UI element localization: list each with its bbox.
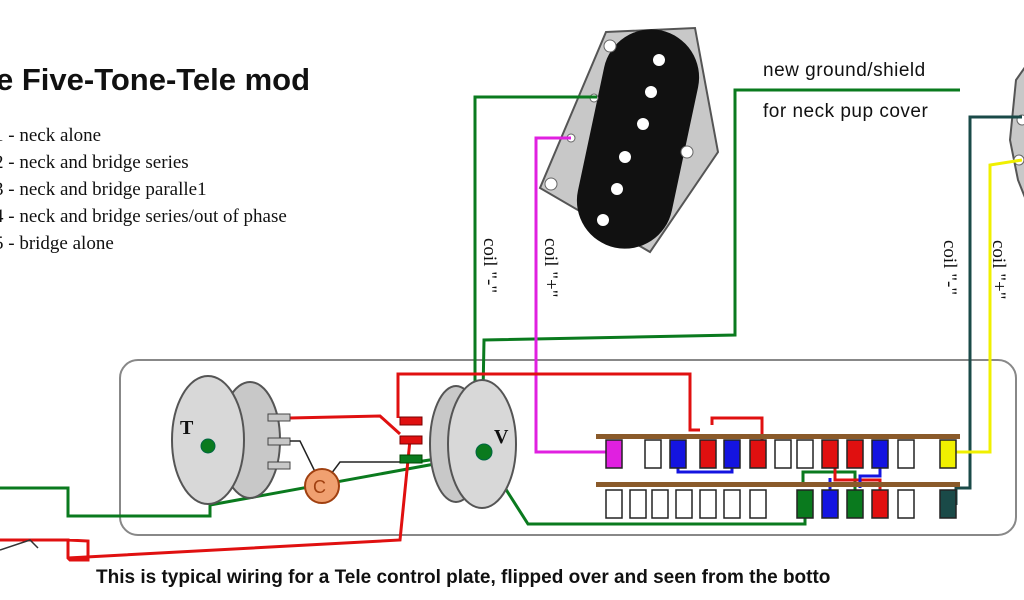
capacitor-label: C (313, 477, 326, 497)
red-tone-wire (289, 414, 402, 436)
volume-pot-label: V (494, 426, 509, 448)
output-jack (0, 539, 39, 551)
tone-pot-label: T (180, 417, 194, 439)
ground-note-line1: new ground/shield (763, 60, 926, 81)
red-hot-wire-top (396, 372, 700, 432)
neck-coil-plus-wire (534, 136, 610, 454)
bridge-coil-plus-label: coil "+" (988, 240, 1009, 299)
legend-item-2: 2 - neck and bridge series (0, 152, 189, 173)
legend-item-1: 1 - neck alone (0, 125, 102, 146)
jack-hot-wire (0, 538, 90, 562)
capacitor: C (304, 468, 340, 504)
switch-red-jumper (710, 416, 764, 440)
tone-pot: T (171, 375, 291, 505)
ground-note-line2: for neck pup cover (763, 101, 929, 122)
switch-ground-wire-2 (801, 470, 857, 505)
control-plate (119, 359, 1017, 536)
legend-item-4: 4 - neck and bridge series/out of phase (0, 206, 287, 227)
selector-switch (596, 434, 960, 519)
neck-pickup (538, 26, 720, 254)
legend-item-5: 5 - bridge alone (0, 233, 114, 254)
diagram-title: e Five-Tone-Tele mod (0, 62, 311, 97)
neck-coil-minus-label: coil "-" (479, 238, 500, 293)
neck-shield-wire (480, 88, 960, 449)
position-legend: 1 - neck alone 2 - neck and bridge serie… (0, 122, 287, 257)
bridge-plus-wire (950, 158, 1023, 454)
bridge-pickup (1008, 66, 1024, 198)
diagram-caption: This is typical wiring for a Tele contro… (96, 567, 831, 588)
jack-hot-wire-2 (67, 439, 412, 560)
bridge-coil-minus-label: coil "-" (939, 240, 960, 295)
legend-item-3: 3 - neck and bridge paralle1 (0, 179, 207, 200)
volume-pot: V (399, 379, 517, 509)
neck-coil-plus-label: coil "+" (540, 238, 561, 297)
